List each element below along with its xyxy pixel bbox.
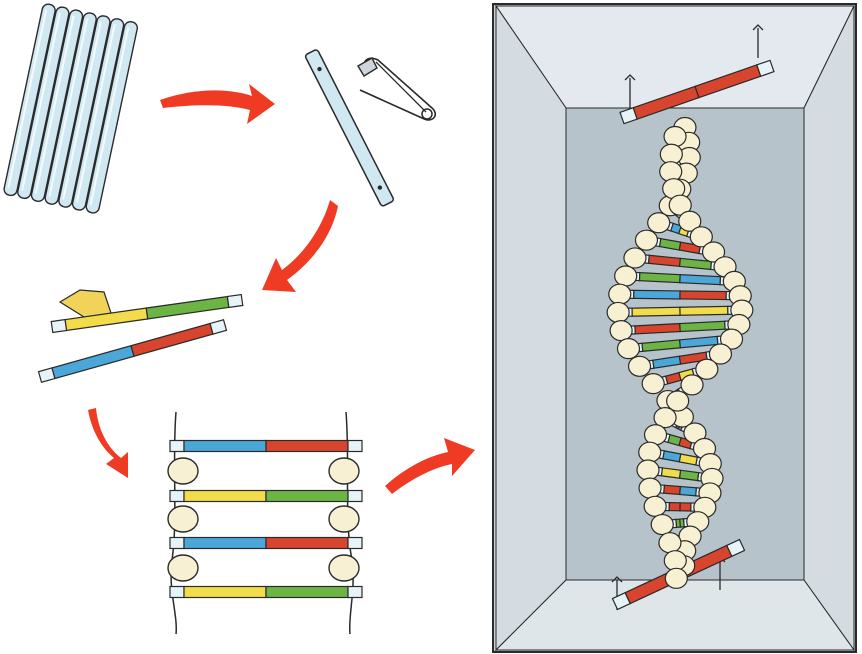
bead [329, 506, 359, 532]
helix-bead [609, 284, 631, 304]
helix-bead [664, 551, 686, 571]
bead [329, 555, 359, 581]
arrow-step4-to-step5 [385, 438, 475, 494]
helix-bead [615, 266, 637, 286]
arrow-step3-to-step4 [88, 408, 128, 478]
helix-base-pair [618, 306, 742, 316]
helix-base-pair [620, 290, 741, 300]
cut-straw-piece [305, 49, 395, 207]
arrow-step1-to-step2 [160, 84, 275, 124]
helix-bead [659, 533, 681, 553]
helix-bead [664, 127, 686, 147]
helix-bead [607, 302, 629, 322]
straw-ladder [168, 412, 362, 634]
helix-bead [617, 339, 639, 359]
ladder-rung [170, 538, 362, 549]
helix-bead [639, 478, 661, 498]
drinking-straws-bundle [3, 3, 138, 214]
helix-bead [610, 321, 632, 341]
ladder-rung [170, 587, 362, 598]
helix-bead [639, 442, 661, 462]
helix-bead [624, 248, 646, 268]
helix-bead [648, 213, 670, 233]
arrow-step2-to-step3 [262, 200, 338, 292]
helix-bead [637, 460, 659, 480]
safety-pin-icon [358, 58, 435, 120]
helix-bead [651, 515, 673, 535]
bead [168, 555, 198, 581]
ladder-rung [170, 491, 362, 502]
helix-bead [681, 375, 703, 395]
helix-bead [629, 356, 651, 376]
bead [168, 506, 198, 532]
ladder-rung [170, 441, 362, 452]
helix-bead [665, 568, 687, 588]
helix-bead [642, 374, 664, 394]
bead [329, 458, 359, 484]
helix-bead [696, 359, 718, 379]
helix-bead [645, 425, 667, 445]
helix-bead [644, 496, 666, 516]
colored-straw-pairs [39, 290, 243, 382]
bead [168, 458, 198, 484]
helix-bead [635, 230, 657, 250]
